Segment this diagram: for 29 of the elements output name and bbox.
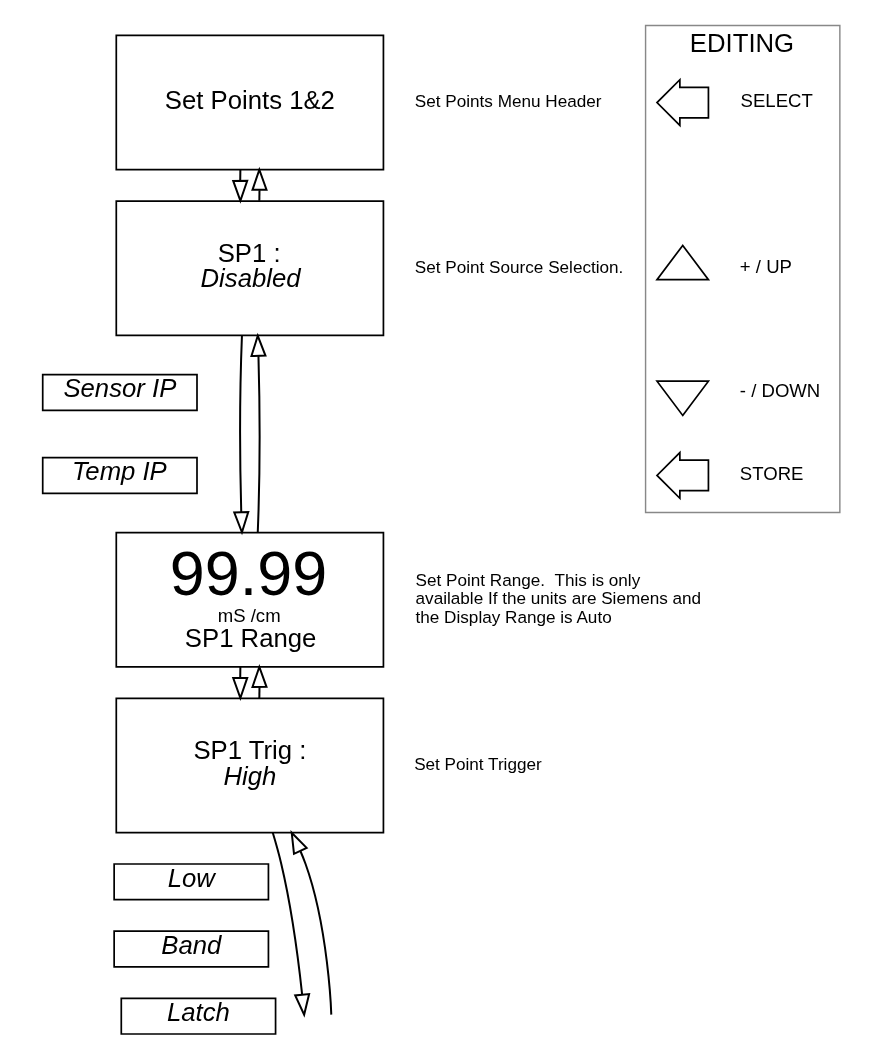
- node-box: SP1 : Disabled: [115, 200, 385, 337]
- node-label: Set Points Menu Header: [414, 91, 602, 111]
- node-arrow: [655, 244, 711, 281]
- node-label: Set Point Trigger: [414, 753, 542, 774]
- node-label: SELECT: [740, 90, 813, 112]
- arrow: [250, 332, 267, 534]
- node-arrow: [655, 380, 711, 417]
- node-label: Set Point Source Selection.: [414, 256, 624, 277]
- node-box: Set Points 1&2: [115, 34, 385, 171]
- node-box: Band: [113, 930, 270, 968]
- node-box: Sensor IP: [41, 373, 198, 412]
- arrow: [251, 166, 268, 202]
- arrow: [251, 663, 268, 699]
- arrow: [271, 831, 311, 1018]
- arrow: [232, 334, 250, 536]
- node-arrow: [655, 77, 710, 128]
- arrow: [231, 168, 249, 204]
- arrow: [231, 665, 249, 701]
- node-box: Latch: [120, 997, 277, 1035]
- arrow: [290, 830, 333, 1016]
- node-box: Temp IP: [41, 456, 198, 495]
- node-label: Set Point Range. This is only available If the units are Siemens and the Display Range is Auto: [415, 569, 702, 627]
- node-box: 99.99 mS /cm SP1 Range: [115, 531, 385, 668]
- node-box: Low: [113, 863, 270, 901]
- node-arrow: [655, 450, 710, 501]
- node-label: - / DOWN: [739, 380, 821, 402]
- node-label: STORE: [739, 463, 804, 485]
- node-box: SP1 Trig : High: [115, 697, 385, 834]
- node-label: + / UP: [739, 256, 792, 278]
